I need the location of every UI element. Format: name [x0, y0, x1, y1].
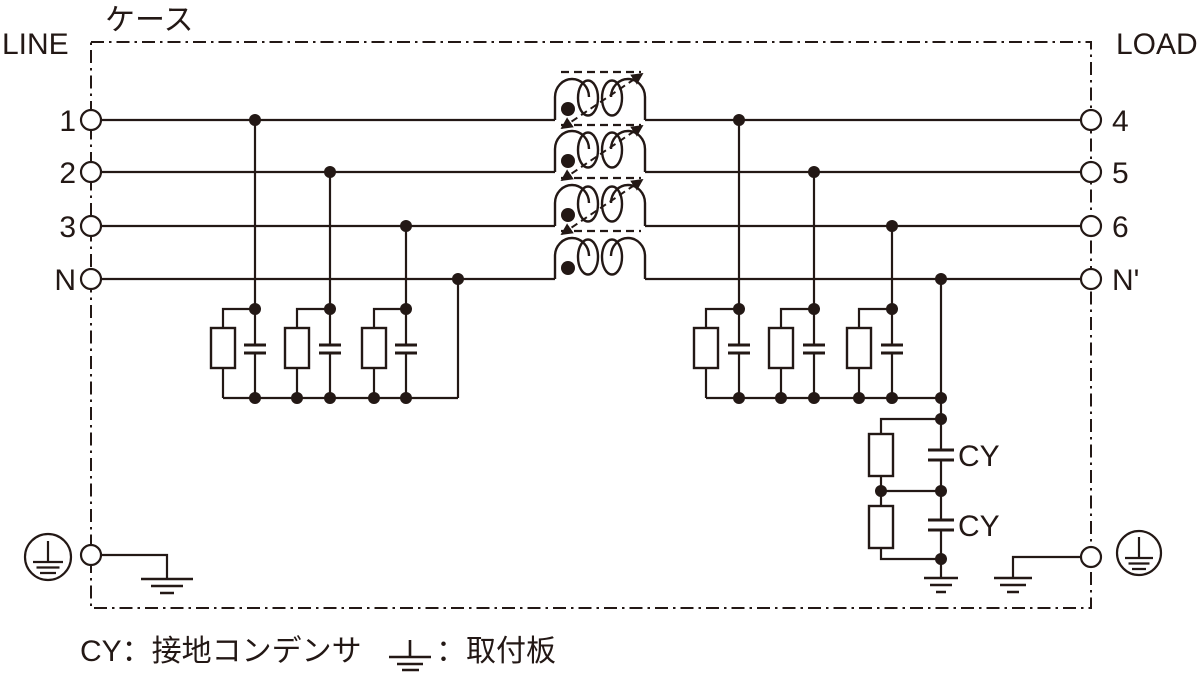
common-mode-choke — [553, 70, 647, 281]
case-border — [90, 41, 1092, 609]
terminal-3-label: 3 — [59, 211, 76, 244]
legend-cy-text: CY：接地コンデンサ — [80, 635, 362, 668]
capacitor — [244, 343, 266, 355]
chassis-ground-icon — [141, 577, 193, 595]
terminal-4 — [1079, 108, 1103, 132]
capacitor — [881, 343, 903, 355]
terminal-1-label: 1 — [59, 105, 76, 138]
terminal-n-label: N — [54, 264, 76, 297]
resistor — [867, 432, 895, 478]
terminal-2 — [79, 160, 103, 184]
mounting-plate-icon — [389, 640, 431, 672]
terminal-3 — [79, 214, 103, 238]
terminal-5 — [1079, 160, 1103, 184]
terminals — [79, 108, 1103, 569]
chassis-ground-icon — [994, 576, 1032, 594]
terminal-n-prime — [1079, 267, 1103, 291]
power-lines — [101, 118, 1081, 281]
resistor — [360, 326, 388, 370]
choke-winding-3 — [553, 183, 647, 228]
capacitor — [803, 343, 825, 355]
terminal-ground-left — [79, 543, 103, 567]
terminal-n-prime-label: N' — [1112, 264, 1139, 297]
choke-winding-2 — [553, 129, 647, 174]
choke-winding-4 — [553, 236, 647, 281]
terminal-6-label: 6 — [1112, 211, 1129, 244]
coupling-arrow-3 — [560, 178, 644, 236]
terminal-5-label: 5 — [1112, 157, 1129, 190]
protective-earth-icon — [23, 532, 73, 582]
junction-dots — [249, 114, 947, 565]
resistor — [845, 326, 873, 370]
legend-mount-text: ：取付板 — [436, 635, 556, 668]
terminal-n — [79, 267, 103, 291]
terminal-6 — [1079, 214, 1103, 238]
right-rc-network — [692, 120, 941, 400]
capacitor — [319, 343, 341, 355]
load-side-label: LOAD — [1116, 28, 1198, 61]
chassis-ground-icon — [924, 576, 958, 594]
left-rc-network — [209, 120, 460, 400]
coupling-arrow-2 — [560, 124, 644, 182]
terminal-ground-right — [1079, 545, 1103, 569]
cy-capacitor-2 — [928, 518, 954, 532]
resistor — [209, 326, 237, 370]
case-label: ケース — [105, 4, 194, 37]
terminal-2-label: 2 — [59, 157, 76, 190]
terminal-4-label: 4 — [1112, 105, 1129, 138]
choke-winding-1 — [553, 77, 647, 122]
right-ground-branch — [994, 555, 1081, 594]
protective-earth-icon — [1115, 529, 1163, 577]
capacitor — [395, 343, 417, 355]
cy-label-2: CY — [958, 510, 1000, 543]
coupling-arrow-1 — [560, 72, 644, 130]
resistor — [283, 326, 311, 370]
cy-capacitor-1 — [928, 448, 954, 462]
cy-capacitor-chain — [867, 279, 958, 594]
resistor — [867, 504, 895, 550]
line-side-label: LINE — [2, 28, 69, 61]
capacitor — [728, 343, 750, 355]
resistor — [692, 326, 720, 370]
resistor — [767, 326, 795, 370]
left-ground-branch — [101, 553, 193, 595]
cy-label-1: CY — [958, 440, 1000, 473]
terminal-1 — [79, 108, 103, 132]
